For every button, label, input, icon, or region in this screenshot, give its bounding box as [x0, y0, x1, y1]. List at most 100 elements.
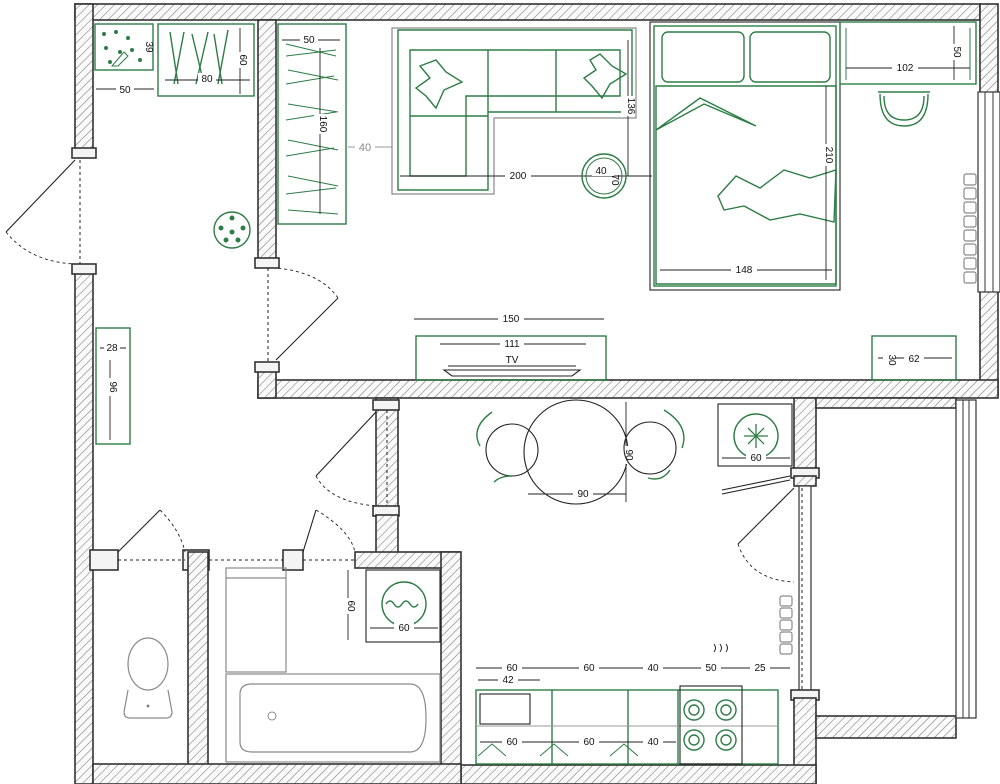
wall-bath-east [440, 551, 462, 784]
doors [5, 159, 803, 690]
tv-stand-width-label: 150 [503, 314, 520, 325]
blanket-drape [717, 169, 837, 223]
counter-seg-6-label: 42 [502, 675, 514, 686]
counter-seg-4-label: 50 [705, 663, 717, 674]
nightstand [871, 335, 957, 381]
base-seg-3-label: 40 [647, 737, 659, 748]
shoe-cabinet-pattern [102, 30, 142, 67]
corner-sofa [391, 27, 637, 195]
dining-chair-left [476, 411, 539, 483]
door-jamb-living-top [254, 257, 280, 269]
window-east [977, 91, 1000, 293]
wall-wc-bath [187, 551, 209, 784]
shoe-cabinet-depth-label: 39 [143, 41, 154, 53]
radiator-living [963, 173, 977, 284]
desk-depth-label: 50 [951, 46, 962, 58]
base-seg-2-label: 60 [583, 737, 595, 748]
wc-door[interactable] [117, 509, 161, 553]
hall-cabinet-depth-label: 28 [106, 343, 118, 354]
washer-size-label: 60 [398, 623, 410, 634]
tv [442, 369, 582, 377]
bed-width-label: 148 [736, 265, 753, 276]
wall-living-south [257, 379, 999, 399]
sink [479, 693, 531, 725]
washing-machine [365, 569, 441, 643]
double-bed [649, 21, 841, 291]
wall-kitchen-east-top [793, 397, 817, 471]
wall-bath-south [92, 763, 462, 784]
cabinet-doors [477, 743, 639, 757]
pillow-right [749, 31, 831, 83]
door-jamb-living-bottom [254, 361, 280, 373]
dining-table-depth-label: 90 [623, 449, 634, 461]
tv-width-label: 111 [504, 339, 520, 350]
living-room-door[interactable] [275, 297, 339, 361]
base-seg-1-label: 60 [506, 737, 518, 748]
stovetop [679, 685, 743, 765]
coffee-table-height-label: 70 [609, 174, 620, 186]
blanket-fold [655, 97, 757, 131]
tv-label: TV [506, 355, 519, 366]
vanity-cabinet [225, 567, 287, 673]
wardrobe-depth-label: 50 [303, 35, 315, 46]
sofa-depth-label: 136 [625, 98, 636, 115]
balcony-doorframe [798, 485, 812, 693]
counter-seg-5-label: 25 [754, 663, 766, 674]
walls [71, 3, 1000, 784]
desk-chair [879, 93, 929, 127]
radiator-kitchen [779, 595, 793, 655]
door-jamb-kitchen-top [372, 399, 400, 411]
coffee-table [581, 153, 627, 199]
bed-length-label: 210 [823, 147, 834, 164]
dining-chair-right [623, 409, 685, 480]
nightstand-width-label: 62 [908, 354, 920, 365]
kitchen-counter [475, 689, 779, 765]
ceiling-light [213, 211, 251, 249]
coat-rack [157, 23, 255, 97]
coffee-table-size-label: 40 [595, 166, 607, 177]
coat-rack-depth-label: 60 [237, 54, 248, 66]
hallway: 39 80 60 50 28 96 [94, 23, 255, 445]
bathroom-door[interactable] [302, 509, 317, 553]
counter-seg-1-label: 60 [506, 663, 518, 674]
fridge-size-label: 60 [750, 453, 762, 464]
wall-west-bottom [74, 267, 94, 784]
bathroom: 60 60 [123, 567, 441, 763]
wardrobe [277, 23, 347, 225]
washer-clearance-label: 60 [345, 600, 356, 612]
fridge [717, 403, 793, 467]
cushion-right [582, 53, 628, 100]
shoe-cabinet [94, 23, 154, 71]
toilet [123, 637, 173, 719]
wall-balcony-north [815, 397, 957, 409]
pillow-left [661, 31, 745, 83]
desk [839, 21, 977, 85]
dining-table-diameter-label: 90 [577, 489, 589, 500]
sofa-width-label: 200 [510, 171, 527, 182]
heat-icon [713, 643, 728, 653]
hall-shelf-width-label: 50 [119, 85, 131, 96]
entry-jamb-bottom [71, 263, 97, 275]
wall-hall-living [257, 19, 277, 261]
wardrobe-hangers [285, 43, 339, 215]
living-room: 50 160 40 136 200 40 70 [277, 21, 977, 381]
hall-cabinet [95, 327, 131, 445]
balcony-window [955, 399, 977, 719]
entry-jamb-top [71, 147, 97, 159]
cushion-left [414, 59, 464, 110]
entrance-door[interactable] [5, 159, 76, 233]
tv-stand [415, 335, 607, 381]
balcony-door[interactable] [737, 487, 795, 545]
wall-kitchen-south [459, 764, 817, 784]
wall-west-top [74, 3, 94, 155]
wardrobe-length-label: 160 [317, 116, 328, 133]
hall-cabinet-length-label: 96 [107, 381, 118, 393]
wardrobe-gap-label: 40 [359, 142, 371, 154]
counter-seg-2-label: 60 [583, 663, 595, 674]
kitchen-door[interactable] [315, 411, 377, 477]
bathtub [225, 673, 441, 763]
snowflake-icon [744, 424, 768, 448]
wall-balcony-south [815, 715, 957, 739]
kitchen: 90 90 60 60 60 40 [475, 399, 793, 765]
